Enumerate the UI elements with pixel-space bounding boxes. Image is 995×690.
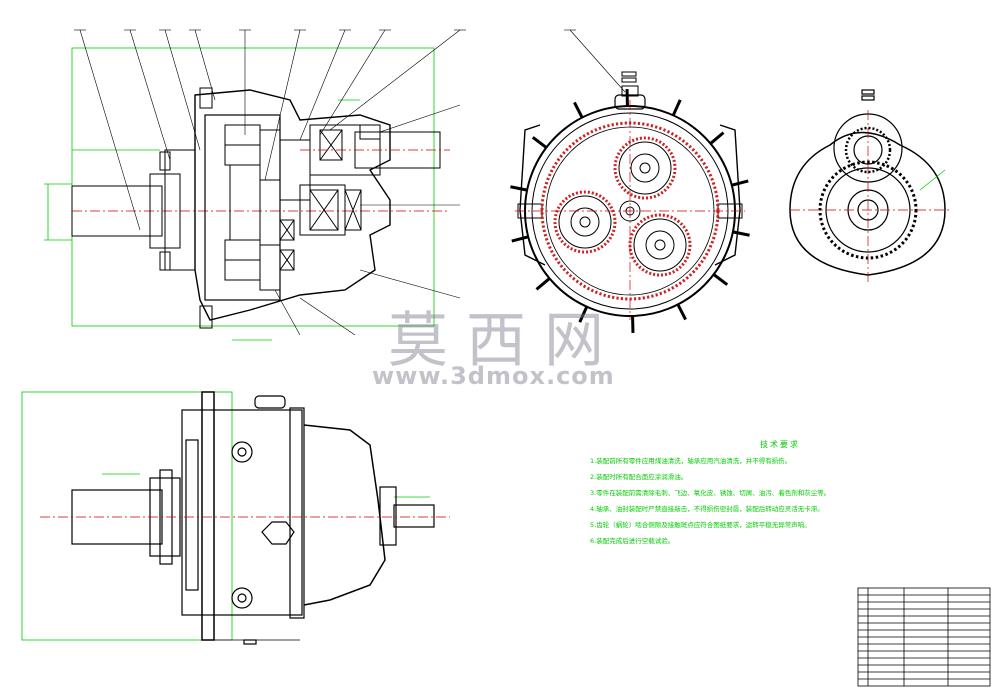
cooling-fin bbox=[676, 303, 687, 321]
cooling-fin bbox=[712, 273, 729, 286]
planet-hub bbox=[645, 230, 675, 260]
cooling-fin bbox=[578, 306, 589, 323]
planetary-end-view bbox=[510, 29, 750, 334]
cooling-fin bbox=[511, 235, 529, 243]
planet-gear bbox=[633, 218, 687, 272]
planet-gear-teeth bbox=[613, 136, 677, 200]
tech-item-3: 3.零件在装配前需清除毛刺、飞边、氧化皮、锈蚀、切屑、油污、着色剂和灰尘等。 bbox=[590, 489, 831, 497]
tech-item-2: 2.装配时所有配合面应涂润滑油。 bbox=[590, 473, 688, 481]
planet-hub bbox=[570, 207, 600, 237]
gear-pair-view bbox=[789, 89, 950, 285]
planet-gear bbox=[618, 141, 672, 195]
cooling-fin bbox=[732, 230, 750, 237]
cooling-fin bbox=[531, 136, 548, 149]
planet-pin bbox=[639, 162, 651, 174]
tech-item-1: 1.装配前所有零件应用煤油清洗，轴承应用汽油清洗，并不得有损伤。 bbox=[590, 457, 792, 465]
title-block bbox=[857, 587, 991, 687]
cooling-fin bbox=[573, 101, 584, 119]
section-view bbox=[44, 29, 466, 341]
cooling-fin bbox=[510, 185, 528, 192]
watermark-url: www.3dmox.com bbox=[372, 362, 615, 390]
tech-item-6: 6.装配完成后进行空载试验。 bbox=[590, 537, 675, 545]
planet-gear-teeth bbox=[553, 190, 617, 254]
tech-item-4: 4.轴承、油封装配时严禁直接敲击，不得损伤密封唇，装配后转动应灵活无卡滞。 bbox=[590, 505, 824, 513]
planet-pin bbox=[654, 239, 666, 251]
technical-requirements: 技术要求 1.装配前所有零件应用煤油清洗，轴承应用汽油清洗，并不得有损伤。 2.… bbox=[590, 440, 970, 552]
planet-pin bbox=[579, 216, 591, 228]
cooling-fin bbox=[709, 131, 725, 145]
cooling-fin bbox=[731, 179, 749, 187]
side-view bbox=[21, 391, 450, 645]
tech-title: 技术要求 bbox=[760, 440, 800, 449]
planet-gear bbox=[558, 195, 612, 249]
cooling-fin bbox=[671, 99, 682, 116]
cooling-fin bbox=[535, 277, 551, 291]
planet-gear-teeth bbox=[628, 213, 692, 277]
planet-hub bbox=[630, 153, 660, 183]
watermark-chinese: 莫西网 bbox=[388, 306, 622, 376]
tech-item-5: 5.齿轮（蜗轮）啮合侧隙及接触斑点应符合图纸要求，运转平稳无异常声响。 bbox=[590, 521, 811, 529]
